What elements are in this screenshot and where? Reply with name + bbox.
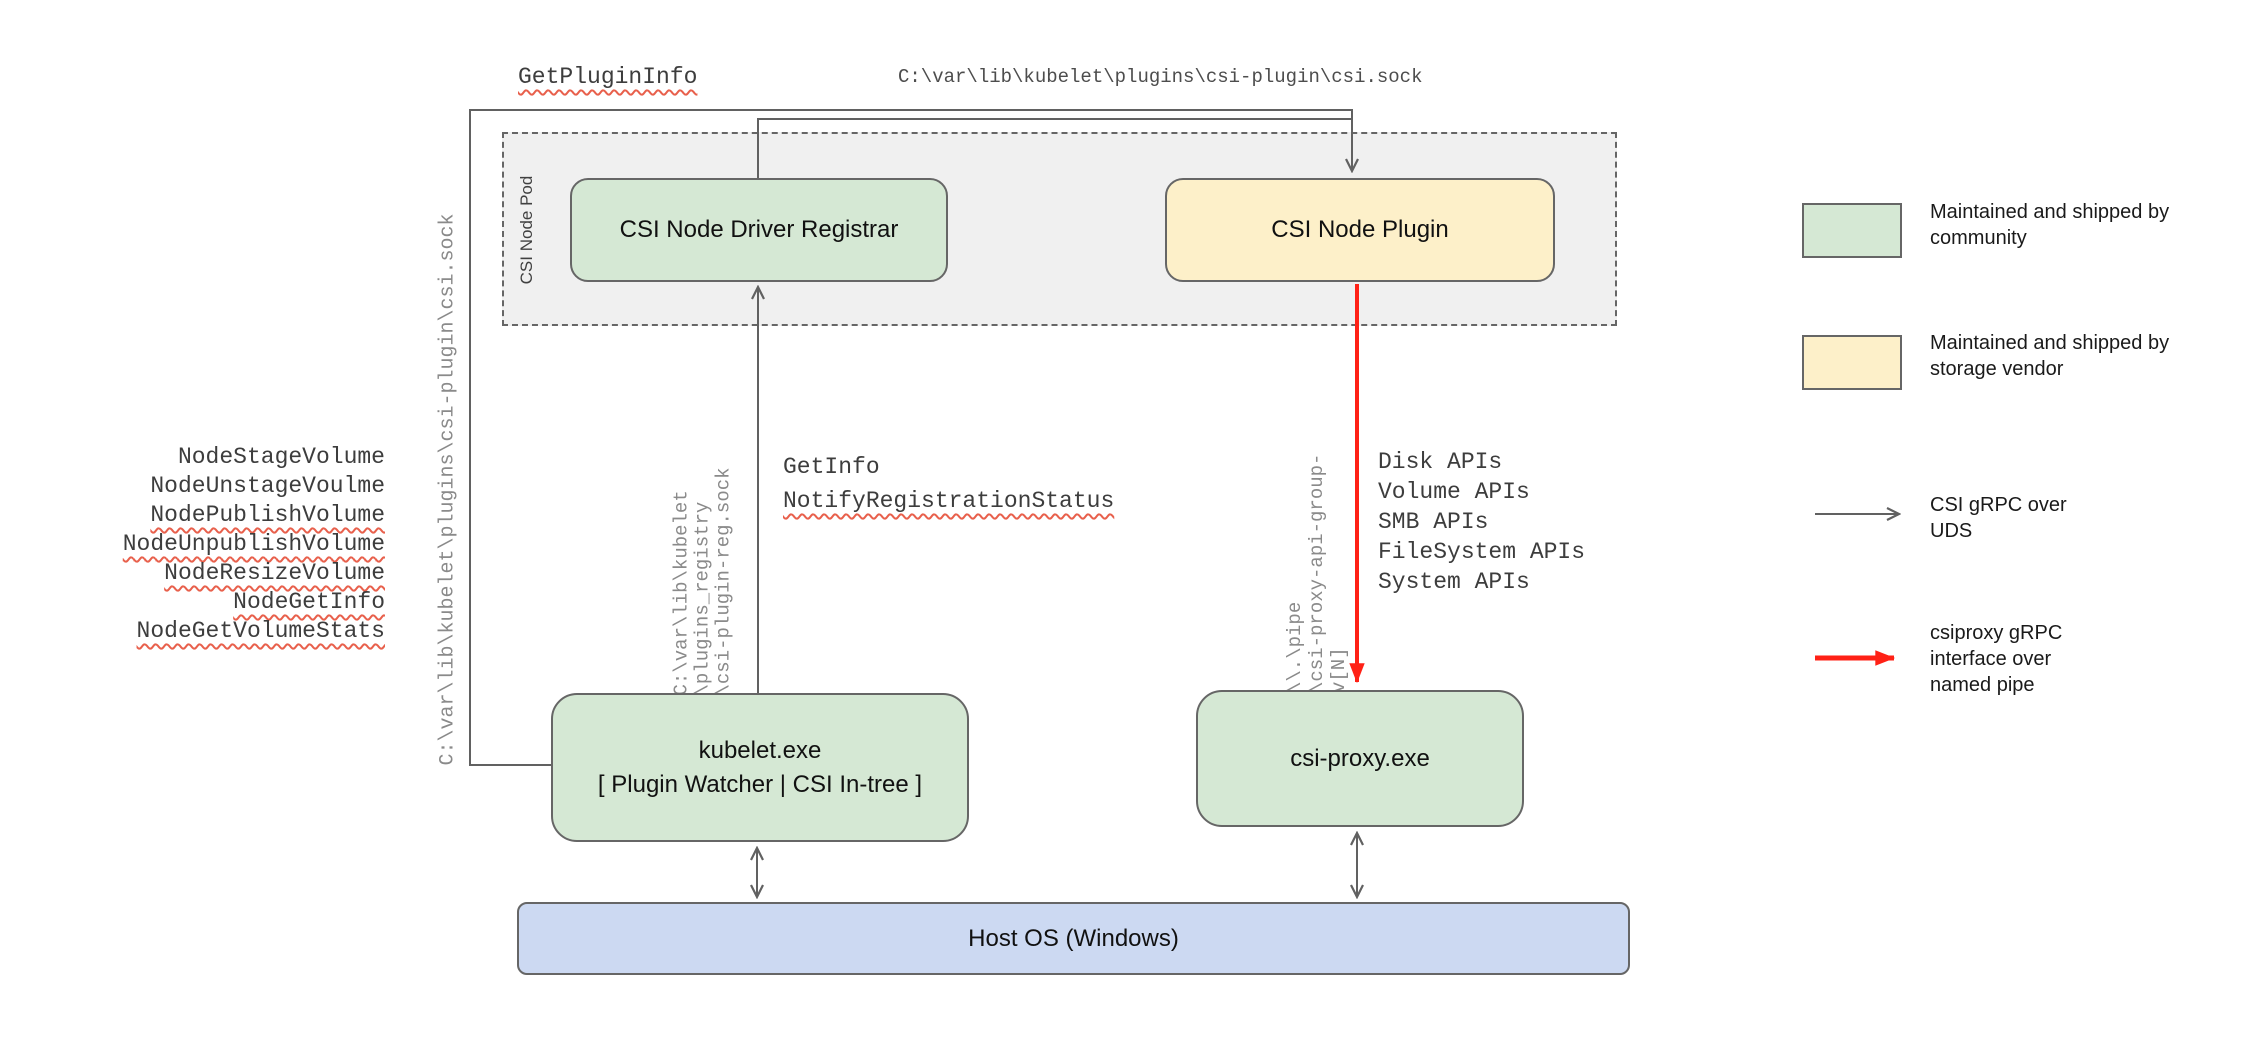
node-call: NodeUnstageVoulme [150,473,385,499]
label-registration-calls: GetInfo NotifyRegistrationStatus [783,450,1114,518]
legend-community-label: Maintained and shipped by community [1930,201,2170,249]
label-named-pipe-path: \\.\pipe \csi-proxy-api-group-v[N] [1284,413,1350,693]
registry-path-line: \csi-plugin-reg.sock [712,467,735,696]
node-csi-node-plugin: CSI Node Plugin [1165,178,1555,282]
pipe-path-line: \\.\pipe [1284,601,1306,693]
node-call: NodeResizeVolume [164,560,385,586]
registry-path-line: C:\var\lib\kubelet [670,490,693,696]
node-call: NodePublishVolume [150,502,385,528]
label-notify-registration-status: NotifyRegistrationStatus [783,488,1115,514]
node-csi-node-driver-registrar: CSI Node Driver Registrar [570,178,948,282]
node-csi-proxy: csi-proxy.exe [1196,690,1524,827]
csi-node-pod-label: CSI Node Pod [517,175,536,285]
registry-path-line: \plugins_registry [691,501,714,696]
node-host-os: Host OS (Windows) [517,902,1630,975]
api-call: FileSystem APIs [1378,539,1586,565]
node-call: NodeUnpublishVolume [122,531,385,557]
node-kubelet: kubelet.exe [ Plugin Watcher | CSI In-tr… [551,693,969,842]
label-api-calls-list: Disk APIs Volume APIs SMB APIs FileSyste… [1378,447,1585,597]
uds-line-registrar-to-plugin [757,118,1353,178]
legend-named-pipe-label: csiproxy gRPC interface over named pipe [1930,622,2063,696]
node-call: NodeGetInfo [233,589,385,615]
legend-vendor-swatch [1802,335,1902,390]
legend-vendor-label: Maintained and shipped by storage vendor [1930,332,2170,380]
label-registry-socket-path: C:\var\lib\kubelet \plugins_registry \cs… [670,456,735,696]
kubelet-line2: [ Plugin Watcher | CSI In-tree ] [597,770,923,798]
label-left-socket-path: C:\var\lib\kubelet\plugins\csi-plugin\cs… [436,213,460,766]
legend-uds-label: CSI gRPC over UDS [1930,494,2067,542]
api-call: System APIs [1378,569,1530,595]
label-get-plugin-info: GetPluginInfo [518,64,698,90]
node-call: NodeStageVolume [177,444,385,470]
label-node-calls-list: NodeStageVolume NodeUnstageVoulme NodePu… [90,443,385,646]
legend-community-swatch [1802,203,1902,258]
label-get-info: GetInfo [783,454,880,480]
label-top-socket-path: C:\var\lib\kubelet\plugins\csi-plugin\cs… [898,66,1423,88]
api-call: SMB APIs [1378,509,1489,535]
pipe-path-line: \csi-proxy-api-group-v[N] [1306,453,1350,693]
kubelet-line1: kubelet.exe [698,736,822,764]
api-call: Disk APIs [1378,449,1503,475]
kubelet-label: kubelet.exe [ Plugin Watcher | CSI In-tr… [598,734,922,802]
node-call: NodeGetVolumeStats [136,618,385,644]
api-call: Volume APIs [1378,479,1530,505]
